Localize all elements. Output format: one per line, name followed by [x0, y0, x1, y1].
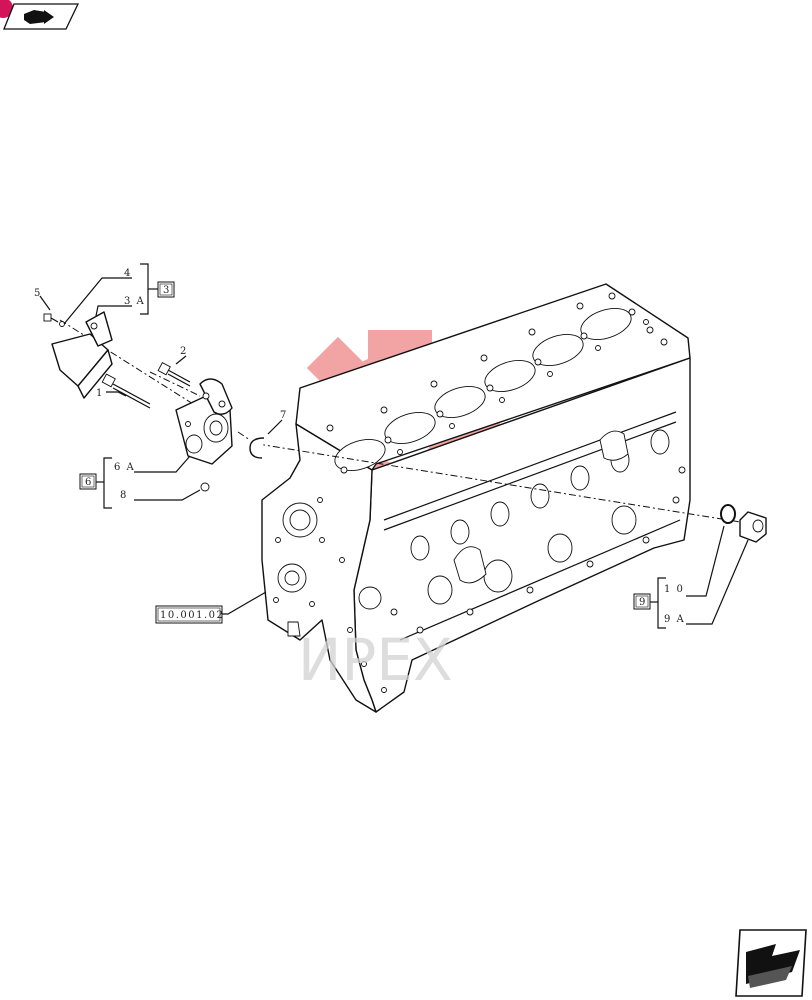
washer-part: [720, 504, 736, 524]
bracket-part: [51, 311, 113, 399]
label-8: 8: [120, 490, 128, 501]
label-1: 1: [96, 388, 104, 399]
plug-part: [200, 482, 210, 492]
part-labels: 5 4 3 A 3 2 1 7 6 A 6 8 1 0 9 A 9 10.001…: [34, 268, 685, 625]
callout-brackets: [96, 263, 666, 629]
callout-boxes: [79, 281, 651, 624]
screw-part: [43, 313, 65, 327]
next-page-button[interactable]: [735, 929, 807, 997]
snap-ring-part: [249, 437, 265, 459]
next-page-arrow-icon: [746, 944, 800, 988]
pump-assembly-part: [175, 378, 233, 465]
deck-holes: [326, 292, 668, 474]
cylinder-bores: [334, 307, 632, 472]
book-arrow-icon: [24, 10, 54, 24]
watermark-text: ИРЕХ: [298, 626, 453, 694]
label-9a: 9 A: [664, 614, 685, 625]
top-nav-badge[interactable]: [0, 0, 80, 30]
drain-plug-part: [739, 511, 767, 543]
label-5: 5: [34, 288, 42, 299]
end-face-details: [273, 497, 387, 693]
long-bolt-part: [101, 373, 151, 409]
label-9[interactable]: 9: [639, 597, 647, 608]
reference-link-10-001-02[interactable]: 10.001.02: [160, 610, 224, 621]
label-3a: 3 A: [124, 296, 145, 307]
label-6a: 6 A: [114, 462, 135, 473]
label-4: 4: [124, 268, 132, 279]
bolt-part: [157, 361, 191, 387]
label-10: 1 0: [664, 584, 684, 595]
label-3[interactable]: 3: [163, 285, 171, 296]
engine-block: [261, 283, 691, 713]
label-7: 7: [280, 410, 288, 421]
label-6[interactable]: 6: [85, 477, 93, 488]
label-2: 2: [180, 346, 188, 357]
leader-lines: [39, 277, 749, 625]
side-face-details: [383, 411, 686, 641]
